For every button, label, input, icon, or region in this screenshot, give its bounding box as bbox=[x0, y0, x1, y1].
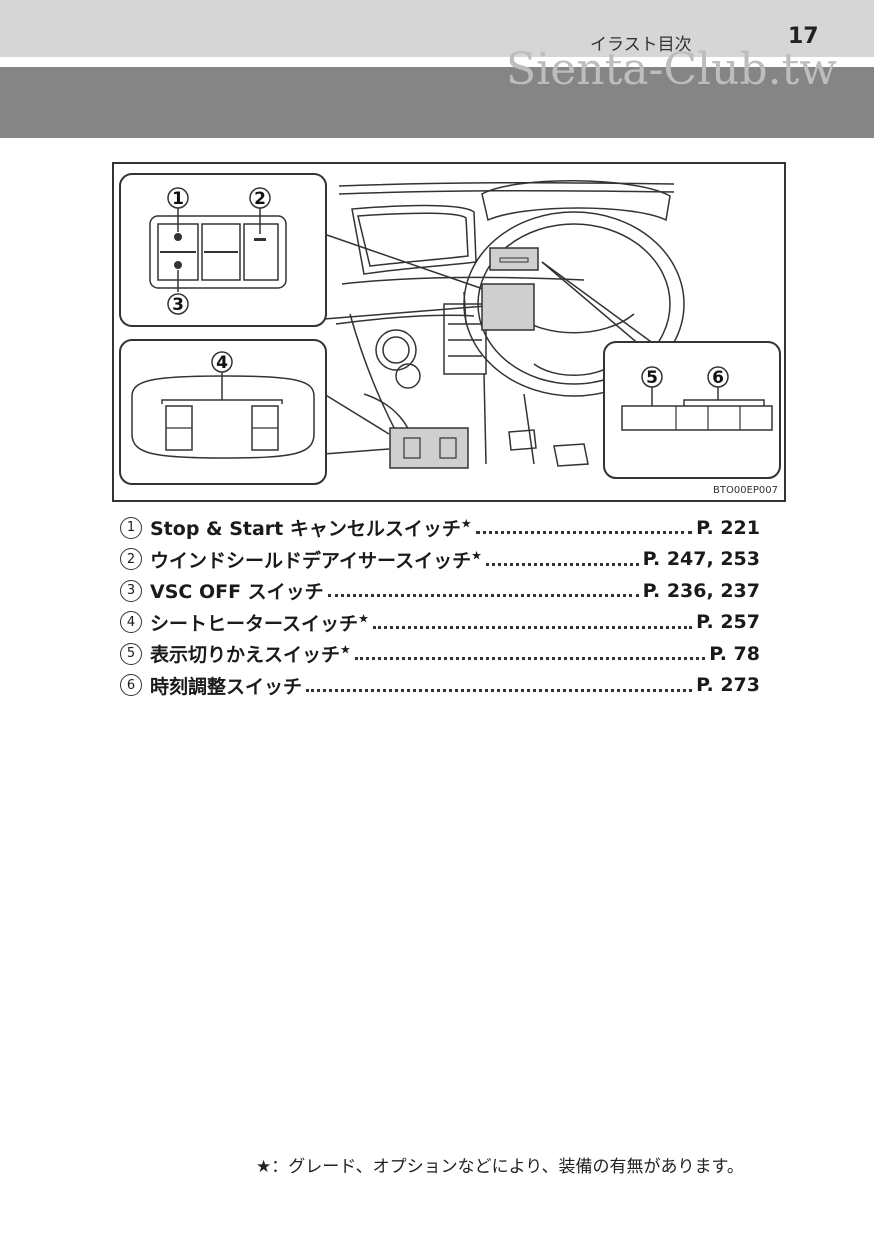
item-label: VSC OFF スイッチ bbox=[150, 581, 324, 604]
item-label: Stop & Start キャンセルスイッチ★ bbox=[150, 516, 472, 541]
header-bar bbox=[0, 0, 874, 57]
section-title: イラスト目次 bbox=[590, 35, 692, 55]
footnote-text: ：グレード、オプションなどにより、装備の有無があります。 bbox=[271, 1157, 744, 1177]
page-reference[interactable]: P. 247, 253 bbox=[642, 548, 760, 571]
leader-dots bbox=[372, 625, 693, 629]
callout-4: 4 bbox=[216, 353, 228, 373]
footnote-star: ★ bbox=[256, 1157, 272, 1177]
header-band bbox=[0, 67, 874, 138]
callout-1: 1 bbox=[172, 189, 184, 209]
callout-5: 5 bbox=[646, 368, 658, 388]
page-reference[interactable]: P. 78 bbox=[709, 642, 760, 665]
item-label: シートヒータースイッチ★ bbox=[150, 611, 369, 635]
switch-list: 1 Stop & Start キャンセルスイッチ★ P. 221 2 ウインドシ… bbox=[120, 512, 760, 701]
watermark: Sienta-Club.tw bbox=[506, 44, 837, 95]
list-item: 2 ウインドシールドデアイサースイッチ★ P. 247, 253 bbox=[120, 544, 760, 576]
item-number: 3 bbox=[120, 579, 142, 602]
leader-dots bbox=[354, 657, 706, 661]
item-number: 4 bbox=[120, 611, 142, 634]
item-label: 表示切りかえスイッチ★ bbox=[150, 642, 351, 667]
page-reference[interactable]: P. 257 bbox=[696, 611, 760, 634]
page-reference[interactable]: P. 221 bbox=[696, 516, 760, 539]
callout-3: 3 bbox=[172, 295, 184, 315]
page-reference[interactable]: P. 273 bbox=[696, 674, 760, 697]
dashboard-drawing: 1 2 3 4 5 6 bbox=[119, 173, 781, 485]
item-label: 時刻調整スイッチ bbox=[150, 675, 303, 698]
footnote: ★：グレード、オプションなどにより、装備の有無があります。 bbox=[256, 1152, 744, 1177]
callout-6: 6 bbox=[712, 368, 724, 388]
item-number: 5 bbox=[120, 642, 142, 665]
leader-dots bbox=[475, 531, 693, 535]
item-number: 6 bbox=[120, 674, 142, 697]
leader-dots bbox=[327, 594, 639, 598]
leader-dots bbox=[306, 688, 693, 692]
leader-dots bbox=[485, 562, 639, 566]
list-item: 5 表示切りかえスイッチ★ P. 78 bbox=[120, 638, 760, 670]
figure-code: BTO00EP007 bbox=[713, 485, 778, 496]
callout-2: 2 bbox=[254, 189, 266, 209]
list-item: 6 時刻調整スイッチ P. 273 bbox=[120, 670, 760, 702]
page-number: 17 bbox=[788, 24, 819, 49]
dashboard-illustration: 1 2 3 4 5 6 BTO00EP007 bbox=[112, 162, 786, 502]
item-label: ウインドシールドデアイサースイッチ★ bbox=[150, 548, 482, 572]
list-item: 3 VSC OFF スイッチ P. 236, 237 bbox=[120, 575, 760, 607]
item-number: 2 bbox=[120, 548, 142, 571]
page-reference[interactable]: P. 236, 237 bbox=[642, 579, 760, 602]
list-item: 4 シートヒータースイッチ★ P. 257 bbox=[120, 607, 760, 639]
item-number: 1 bbox=[120, 516, 142, 539]
list-item: 1 Stop & Start キャンセルスイッチ★ P. 221 bbox=[120, 512, 760, 544]
